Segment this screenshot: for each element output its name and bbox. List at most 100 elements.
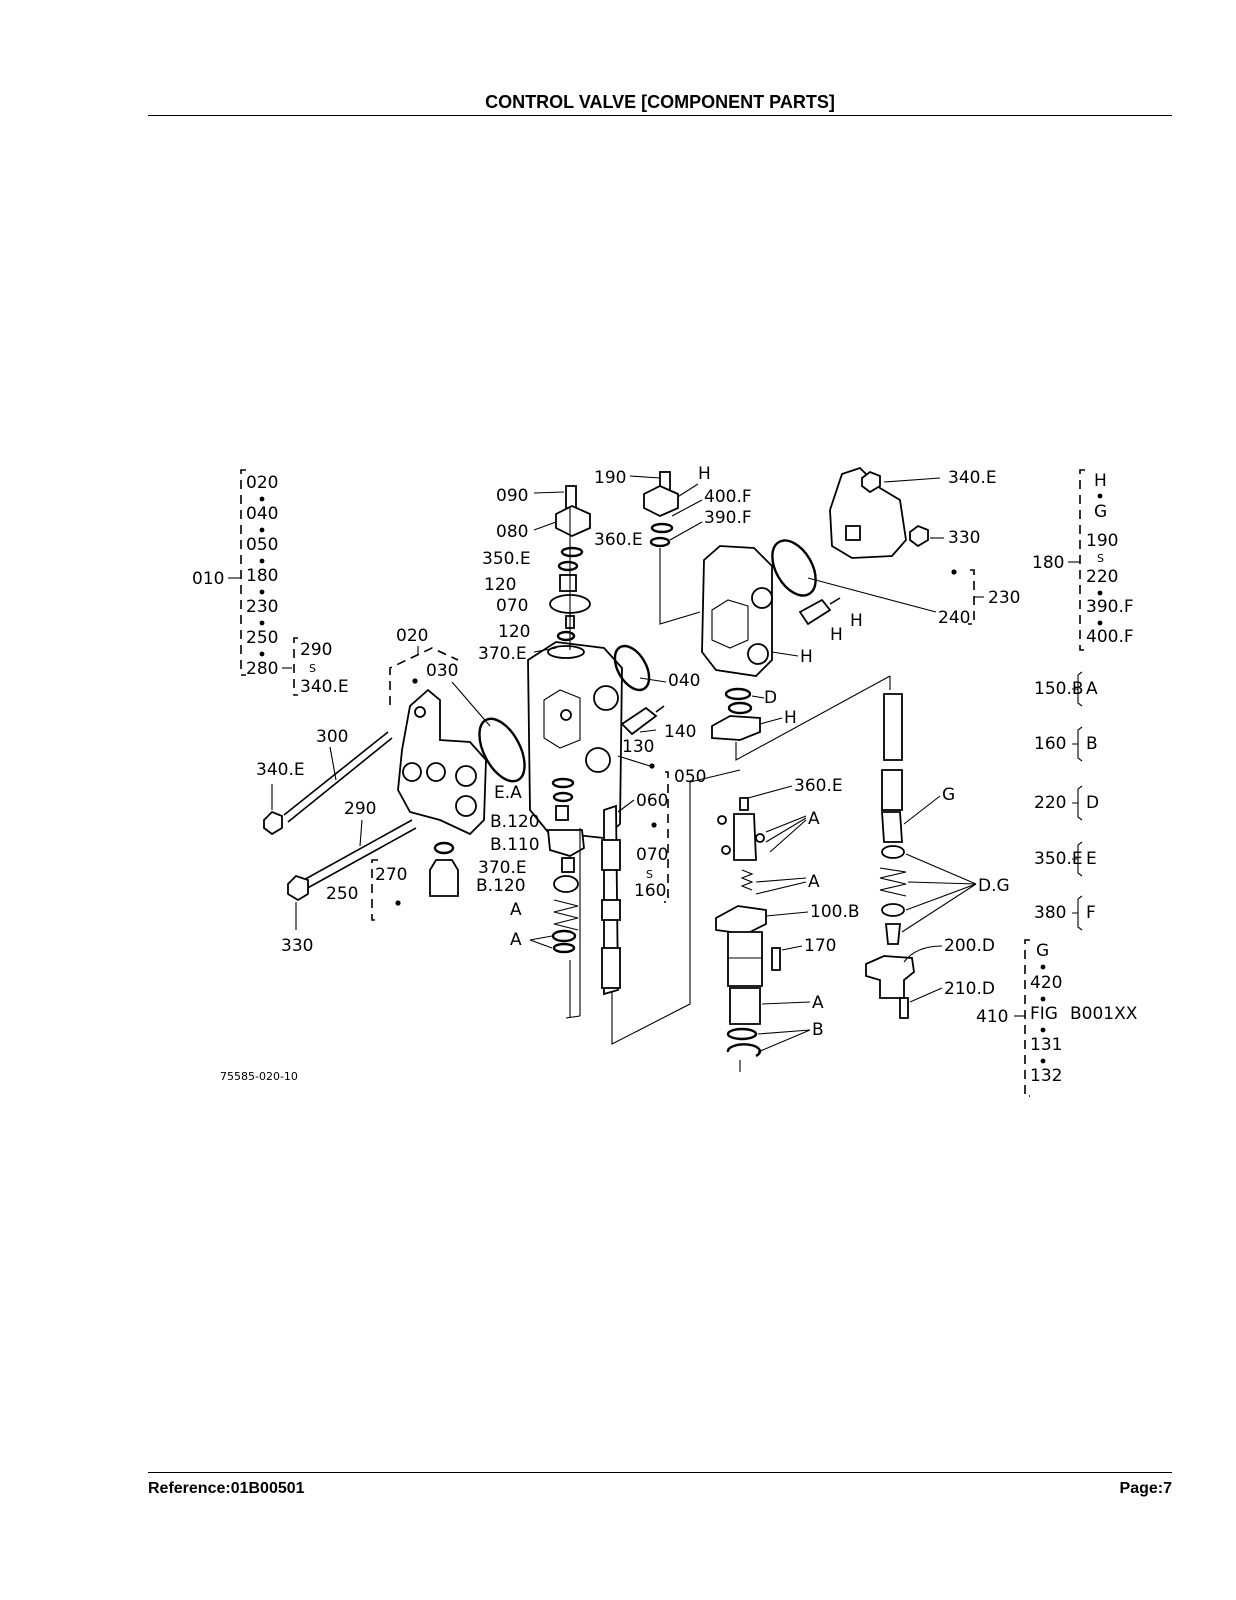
label-290[interactable]: 290 xyxy=(344,799,376,819)
label-320-list[interactable]: 340.E xyxy=(300,677,349,697)
label-360E-a[interactable]: 370.E xyxy=(478,858,527,878)
label-H-plate[interactable]: H xyxy=(784,708,797,728)
label-B110[interactable]: B.110 xyxy=(490,835,540,855)
label-020-list[interactable]: 020 xyxy=(246,473,278,493)
label-130[interactable]: 130 xyxy=(622,737,654,757)
label-170[interactable]: 160 xyxy=(1034,734,1066,754)
label-400F[interactable]: 400.F xyxy=(704,487,752,507)
label-120-a[interactable]: 120 xyxy=(484,575,516,595)
label-A-seat[interactable]: A xyxy=(510,930,522,950)
label-250-list[interactable]: 250 xyxy=(246,628,278,648)
label-190[interactable]: 190 xyxy=(594,468,626,488)
label-230-list[interactable]: 230 xyxy=(246,597,278,617)
label-290-list[interactable]: 290 xyxy=(300,640,332,660)
label-390-list[interactable]: 390.F xyxy=(1086,597,1134,617)
label-070[interactable]: 070 xyxy=(496,596,528,616)
label-H-list[interactable]: H xyxy=(1094,471,1107,491)
label-090[interactable]: 090 xyxy=(496,486,528,506)
end-section-020: 020 030 300 340.E 290 330 250 270 xyxy=(256,626,526,956)
label-060[interactable]: 060 xyxy=(636,791,668,811)
label-B120[interactable]: B.120 xyxy=(490,812,540,832)
range-mark: S xyxy=(309,662,316,675)
footer-rule xyxy=(148,1472,1172,1473)
label-A-sleeve[interactable]: A xyxy=(812,993,824,1013)
end-section-230: 240 340.E 330 230 H H H D H xyxy=(701,466,1020,761)
label-320-nut[interactable]: 340.E xyxy=(256,760,305,780)
label-230[interactable]: 230 xyxy=(988,588,1020,608)
spool-cap-stack: 090 080 360.E 350.E 120 070 120 370.E xyxy=(478,485,643,664)
label-180-list[interactable]: 180 xyxy=(246,566,278,586)
spring-assembly: 360.E A A 100.B 170 A B xyxy=(715,776,860,1072)
label-040-list[interactable]: 040 xyxy=(246,504,278,524)
label-400-list[interactable]: 400.F xyxy=(1086,627,1134,647)
label-B120-b[interactable]: B.120 xyxy=(476,876,526,896)
label-410[interactable]: 410 xyxy=(976,1007,1008,1027)
spool-060: 060 xyxy=(601,769,741,1045)
label-350E[interactable]: 360.E xyxy=(594,530,643,550)
label-020[interactable]: 020 xyxy=(396,626,428,646)
label-DG[interactable]: D.G xyxy=(978,876,1010,896)
label-H-plug-a[interactable]: H xyxy=(850,611,863,631)
label-H-port[interactable]: H xyxy=(800,647,813,667)
label-D-kit[interactable]: D xyxy=(1086,793,1099,813)
label-050-list[interactable]: 050 xyxy=(246,535,278,555)
label-380[interactable]: 380 xyxy=(1034,903,1066,923)
label-E-kit[interactable]: E xyxy=(1086,849,1097,869)
label-050[interactable]: 050 xyxy=(674,767,706,787)
label-420[interactable]: 420 xyxy=(1030,973,1062,993)
label-G-410[interactable]: G xyxy=(1036,941,1049,961)
label-160[interactable]: 150.B xyxy=(1034,679,1084,699)
label-H-190[interactable]: H xyxy=(698,464,711,484)
label-170-range[interactable]: 160 xyxy=(634,881,666,901)
label-210D[interactable]: 210.D xyxy=(944,979,995,999)
label-G-spool[interactable]: G xyxy=(942,785,955,805)
label-140[interactable]: 140 xyxy=(664,722,696,742)
label-150B[interactable]: 170 xyxy=(804,936,836,956)
section-body-050: 130 050 070 S 160 040 140 xyxy=(527,641,706,903)
range-mark: S xyxy=(1097,552,1104,565)
label-300[interactable]: 300 xyxy=(316,727,348,747)
header-rule xyxy=(148,115,1172,116)
label-131[interactable]: 131 xyxy=(1030,1035,1062,1055)
label-B001XX[interactable]: B001XX xyxy=(1070,1004,1138,1024)
footer-page-number: Page:7 xyxy=(1119,1480,1172,1497)
label-EA[interactable]: E.A xyxy=(494,783,522,803)
label-390F[interactable]: 390.F xyxy=(704,508,752,528)
label-FIG[interactable]: FIG xyxy=(1030,1004,1058,1024)
label-370E[interactable]: 370.E xyxy=(478,644,527,664)
label-280-list[interactable]: 280 xyxy=(246,659,278,679)
label-D-seal[interactable]: D xyxy=(764,688,777,708)
label-010[interactable]: 010 xyxy=(192,569,224,589)
label-330[interactable]: 350.E xyxy=(1034,849,1083,869)
label-190-list[interactable]: 190 xyxy=(1086,531,1118,551)
label-B-kit[interactable]: B xyxy=(1086,734,1098,754)
label-070-range[interactable]: 070 xyxy=(636,845,668,865)
label-100B[interactable]: 100.B xyxy=(810,902,860,922)
label-310-nut[interactable]: 330 xyxy=(948,528,980,548)
label-A-spring[interactable]: A xyxy=(510,900,522,920)
label-340E[interactable]: 350.E xyxy=(482,549,531,569)
label-080[interactable]: 080 xyxy=(496,522,528,542)
label-A-balls[interactable]: A xyxy=(808,809,820,829)
label-320[interactable]: 340.E xyxy=(948,468,997,488)
label-360E[interactable]: 360.E xyxy=(794,776,843,796)
label-200D[interactable]: 200.D xyxy=(944,936,995,956)
label-310[interactable]: 330 xyxy=(281,936,313,956)
label-250[interactable]: 250 xyxy=(326,884,358,904)
label-A-spring2[interactable]: A xyxy=(808,872,820,892)
label-120-b[interactable]: 120 xyxy=(498,622,530,642)
label-132[interactable]: 132 xyxy=(1030,1066,1062,1086)
label-040[interactable]: 040 xyxy=(668,671,700,691)
label-A-kit[interactable]: A xyxy=(1086,679,1098,699)
second-cap-stack: 190 H 400.F 390.F xyxy=(594,464,752,625)
label-H-plug-b[interactable]: H xyxy=(830,625,843,645)
label-F-kit[interactable]: F xyxy=(1086,903,1096,923)
label-B-clip[interactable]: B xyxy=(812,1020,824,1040)
label-220[interactable]: 220 xyxy=(1034,793,1066,813)
label-030[interactable]: 030 xyxy=(426,661,458,681)
label-220-list[interactable]: 220 xyxy=(1086,567,1118,587)
label-270[interactable]: 270 xyxy=(375,865,407,885)
label-G-list[interactable]: G xyxy=(1094,502,1107,522)
label-240[interactable]: 240 xyxy=(938,608,970,628)
label-180[interactable]: 180 xyxy=(1032,553,1064,573)
